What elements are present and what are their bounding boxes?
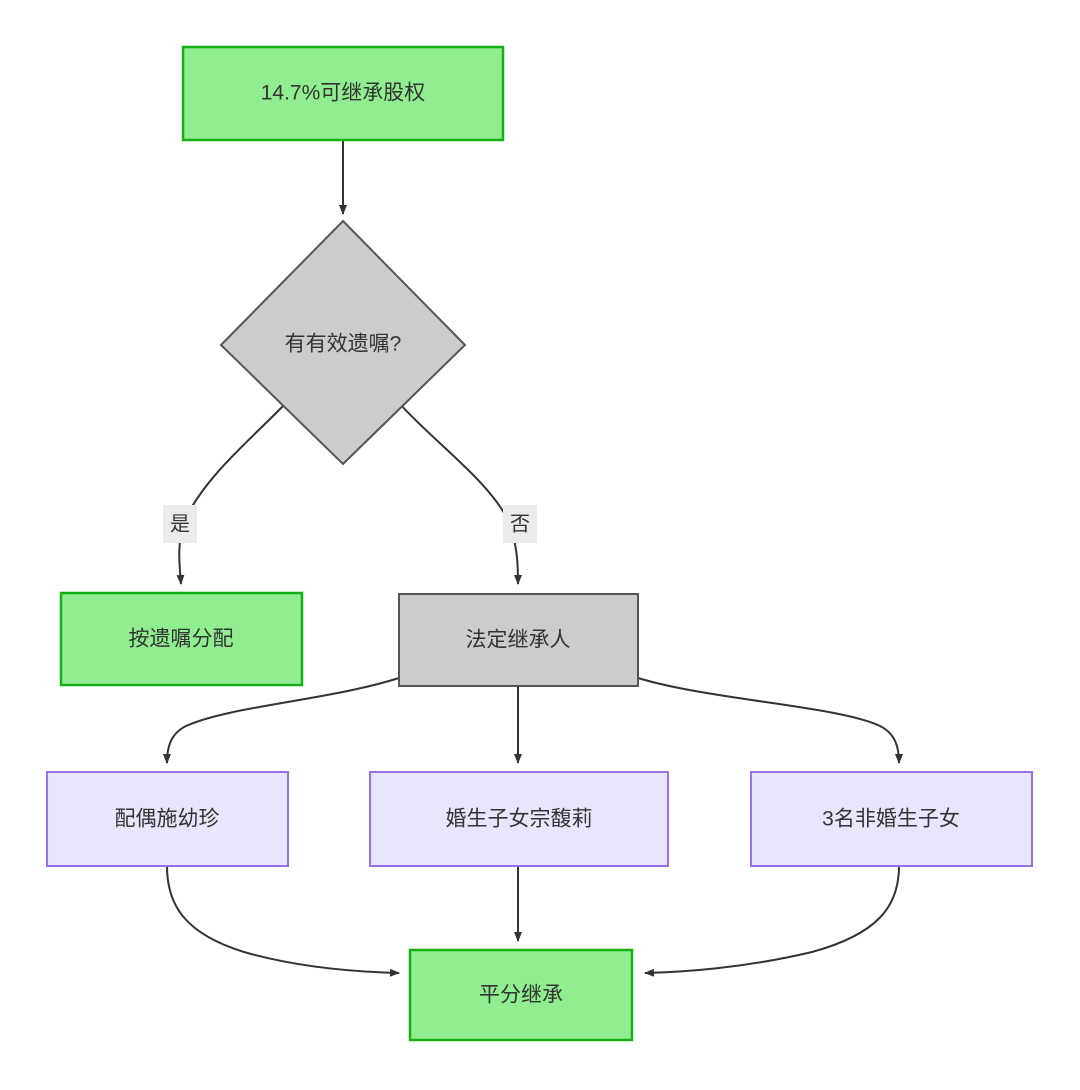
- node-decision[interactable]: 有有效遗嘱?: [219, 219, 467, 466]
- node-others-shape[interactable]: [750, 771, 1033, 867]
- edge-label-yes-bg: [163, 505, 197, 543]
- edge-heirs-to-others: [637, 677, 903, 764]
- edge-heirs-to-spouse: [163, 677, 400, 764]
- node-decision-shape[interactable]: [219, 219, 467, 466]
- node-will-shape[interactable]: [59, 591, 304, 687]
- node-daughter[interactable]: 婚生子女宗馥莉: [369, 771, 669, 867]
- node-will[interactable]: 按遗嘱分配: [59, 591, 304, 687]
- node-heirs[interactable]: 法定继承人: [398, 593, 639, 687]
- edge-decision-to-will: [176, 405, 284, 585]
- edge-spouse-to-equal: [166, 865, 400, 977]
- edge-others-to-equal: [644, 865, 900, 977]
- node-equal[interactable]: 平分继承: [408, 948, 634, 1042]
- node-others[interactable]: 3名非婚生子女: [750, 771, 1033, 867]
- node-equal-shape[interactable]: [408, 948, 634, 1042]
- node-start[interactable]: 14.7%可继承股权: [181, 45, 505, 142]
- edge-label-no-bg: [503, 505, 537, 543]
- edges-layer: [163, 140, 903, 977]
- node-start-shape[interactable]: [181, 45, 505, 142]
- node-daughter-shape[interactable]: [369, 771, 669, 867]
- edge-decision-to-heirs: [399, 403, 522, 585]
- node-heirs-shape[interactable]: [398, 593, 639, 687]
- node-spouse-shape[interactable]: [46, 771, 289, 867]
- edge-labels-layer: 是 否: [163, 505, 537, 543]
- node-spouse[interactable]: 配偶施幼珍: [46, 771, 289, 867]
- nodes-layer: 14.7%可继承股权 有有效遗嘱? 按遗嘱分配 法定继承人 配偶施幼珍: [46, 45, 1033, 1042]
